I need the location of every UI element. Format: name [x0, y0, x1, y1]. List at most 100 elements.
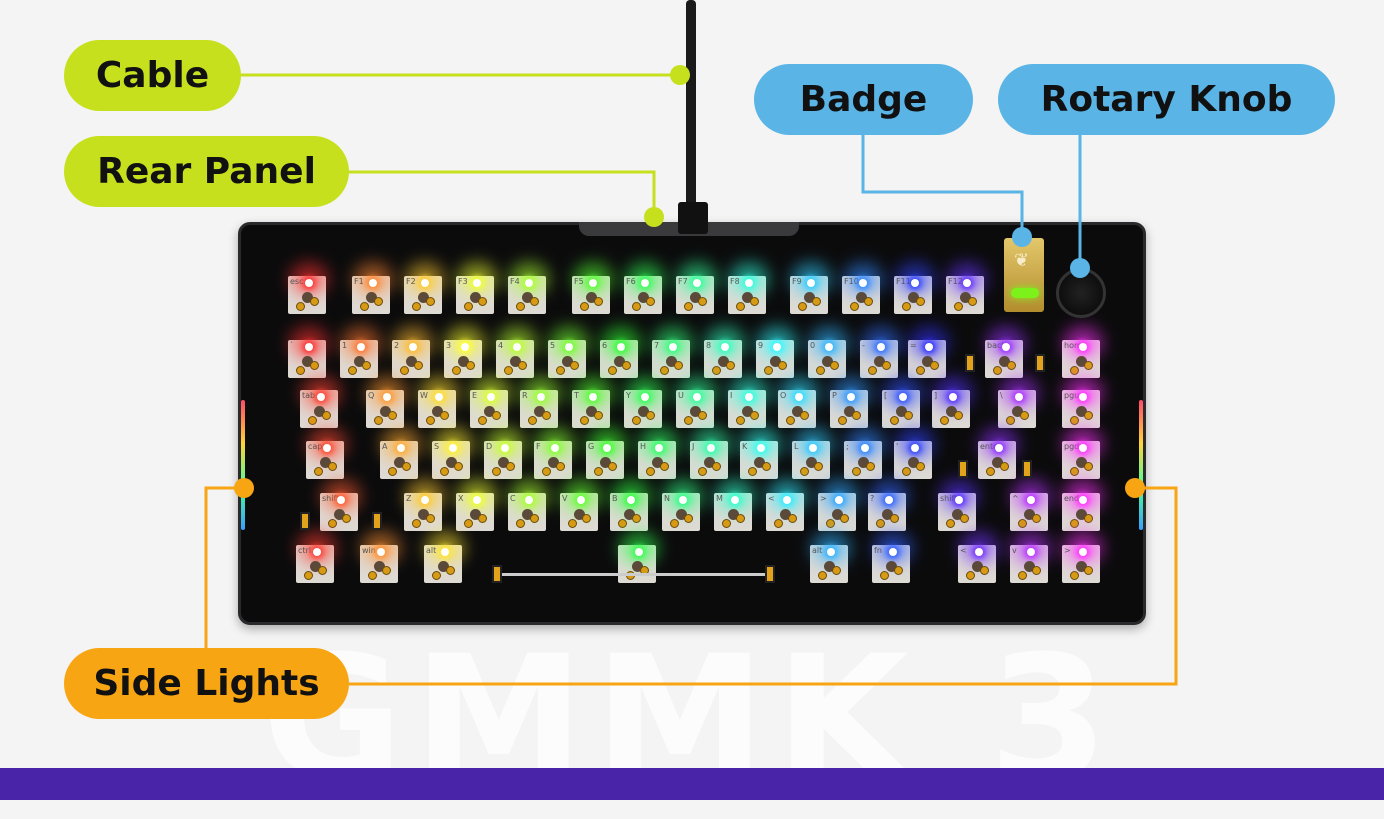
- switch-hole: [742, 406, 753, 417]
- switch-3-6: H: [638, 427, 679, 479]
- led: [955, 496, 963, 504]
- key-legend: J: [692, 442, 695, 451]
- led: [617, 343, 625, 351]
- side-lights-label: Side Lights: [64, 648, 349, 719]
- hotswap-socket: [296, 366, 305, 375]
- hotswap-socket: [968, 297, 977, 306]
- switch-4-3: C: [508, 479, 549, 531]
- switch-1-11: -: [860, 326, 901, 378]
- switch-hole: [824, 561, 835, 572]
- hotswap-socket: [786, 416, 795, 425]
- led: [1027, 548, 1035, 556]
- hotswap-socket: [570, 361, 579, 370]
- hotswap-socket: [402, 462, 411, 471]
- hotswap-socket: [632, 514, 641, 523]
- hotswap-socket: [762, 462, 771, 471]
- key-legend: 2: [394, 341, 400, 350]
- switch-2-4: R: [520, 376, 561, 428]
- hotswap-socket: [986, 467, 995, 476]
- key-legend: F10: [844, 277, 859, 286]
- led: [721, 343, 729, 351]
- key-legend: home: [1064, 341, 1087, 350]
- switch-2-11: [: [882, 376, 923, 428]
- hotswap-socket: [890, 514, 899, 523]
- key-legend: N: [664, 494, 670, 503]
- hotswap-socket: [506, 462, 515, 471]
- switch-hole: [406, 356, 417, 367]
- switch-3-2: S: [432, 427, 473, 479]
- badge-line: [861, 135, 1024, 236]
- led: [731, 496, 739, 504]
- switch-hole: [574, 509, 585, 520]
- key-legend: ctrl: [298, 546, 312, 555]
- led: [551, 444, 559, 452]
- hotswap-socket: [432, 571, 441, 580]
- side-light-right-line: [349, 486, 1178, 686]
- led: [995, 444, 1003, 452]
- key-legend: 0: [810, 341, 816, 350]
- led: [827, 548, 835, 556]
- switch-hole: [804, 292, 815, 303]
- stabilizer: [372, 512, 382, 530]
- hotswap-socket: [818, 571, 827, 580]
- hotswap-socket: [814, 462, 823, 471]
- key-legend: =: [910, 341, 917, 350]
- switch-hole: [1076, 406, 1087, 417]
- key-legend: shift: [322, 494, 340, 503]
- stabilizer: [492, 565, 502, 583]
- key-legend: Y: [626, 391, 631, 400]
- badge-light: [1011, 288, 1039, 298]
- switch-4-2: X: [456, 479, 497, 531]
- switch-hole: [314, 406, 325, 417]
- switch-3-1: A: [380, 427, 421, 479]
- hotswap-socket: [902, 467, 911, 476]
- switch-0-4: F4: [508, 262, 549, 314]
- switch-hole: [624, 509, 635, 520]
- hotswap-socket: [308, 416, 317, 425]
- switch-hole: [896, 406, 907, 417]
- led: [589, 393, 597, 401]
- key-legend: [: [884, 391, 888, 400]
- switch-hole: [638, 292, 649, 303]
- hotswap-socket: [452, 366, 461, 375]
- hotswap-socket: [360, 302, 369, 311]
- hotswap-socket: [764, 366, 773, 375]
- led: [473, 279, 481, 287]
- switch-1-4: 4: [496, 326, 537, 378]
- key-legend: Z: [406, 494, 412, 503]
- switch-hole: [614, 356, 625, 367]
- switch-4-13: end: [1062, 479, 1103, 531]
- hotswap-socket: [800, 411, 809, 420]
- hotswap-socket: [1000, 462, 1009, 471]
- switch-hole: [999, 356, 1010, 367]
- switch-hole: [484, 406, 495, 417]
- switch-2-14: pgup: [1062, 376, 1103, 428]
- hotswap-socket: [876, 519, 885, 528]
- hotswap-socket: [798, 302, 807, 311]
- key-legend: pgup: [1064, 391, 1085, 400]
- switch-3-0: caps: [306, 427, 347, 479]
- key-legend: ?: [870, 494, 875, 503]
- hotswap-socket: [840, 514, 849, 523]
- stabilizer: [765, 565, 775, 583]
- switch-1-13: back: [985, 326, 1026, 378]
- switch-hole: [690, 406, 701, 417]
- switch-hole: [498, 457, 509, 468]
- switch-3-8: K: [740, 427, 781, 479]
- rear-panel-line: [349, 170, 656, 216]
- switch-0-0: esc: [288, 262, 329, 314]
- hotswap-socket: [748, 467, 757, 476]
- led: [669, 343, 677, 351]
- led: [487, 393, 495, 401]
- key-legend: F5: [574, 277, 584, 286]
- switch-hole: [952, 509, 963, 520]
- hotswap-socket: [622, 361, 631, 370]
- hotswap-socket: [1084, 514, 1093, 523]
- switch-0-2: F2: [404, 262, 445, 314]
- switch-hole: [534, 406, 545, 417]
- switch-1-10: 0: [808, 326, 849, 378]
- switch-2-13: \: [998, 376, 1039, 428]
- switch-hole: [666, 356, 677, 367]
- key-legend: X: [458, 494, 464, 503]
- hotswap-socket: [632, 416, 641, 425]
